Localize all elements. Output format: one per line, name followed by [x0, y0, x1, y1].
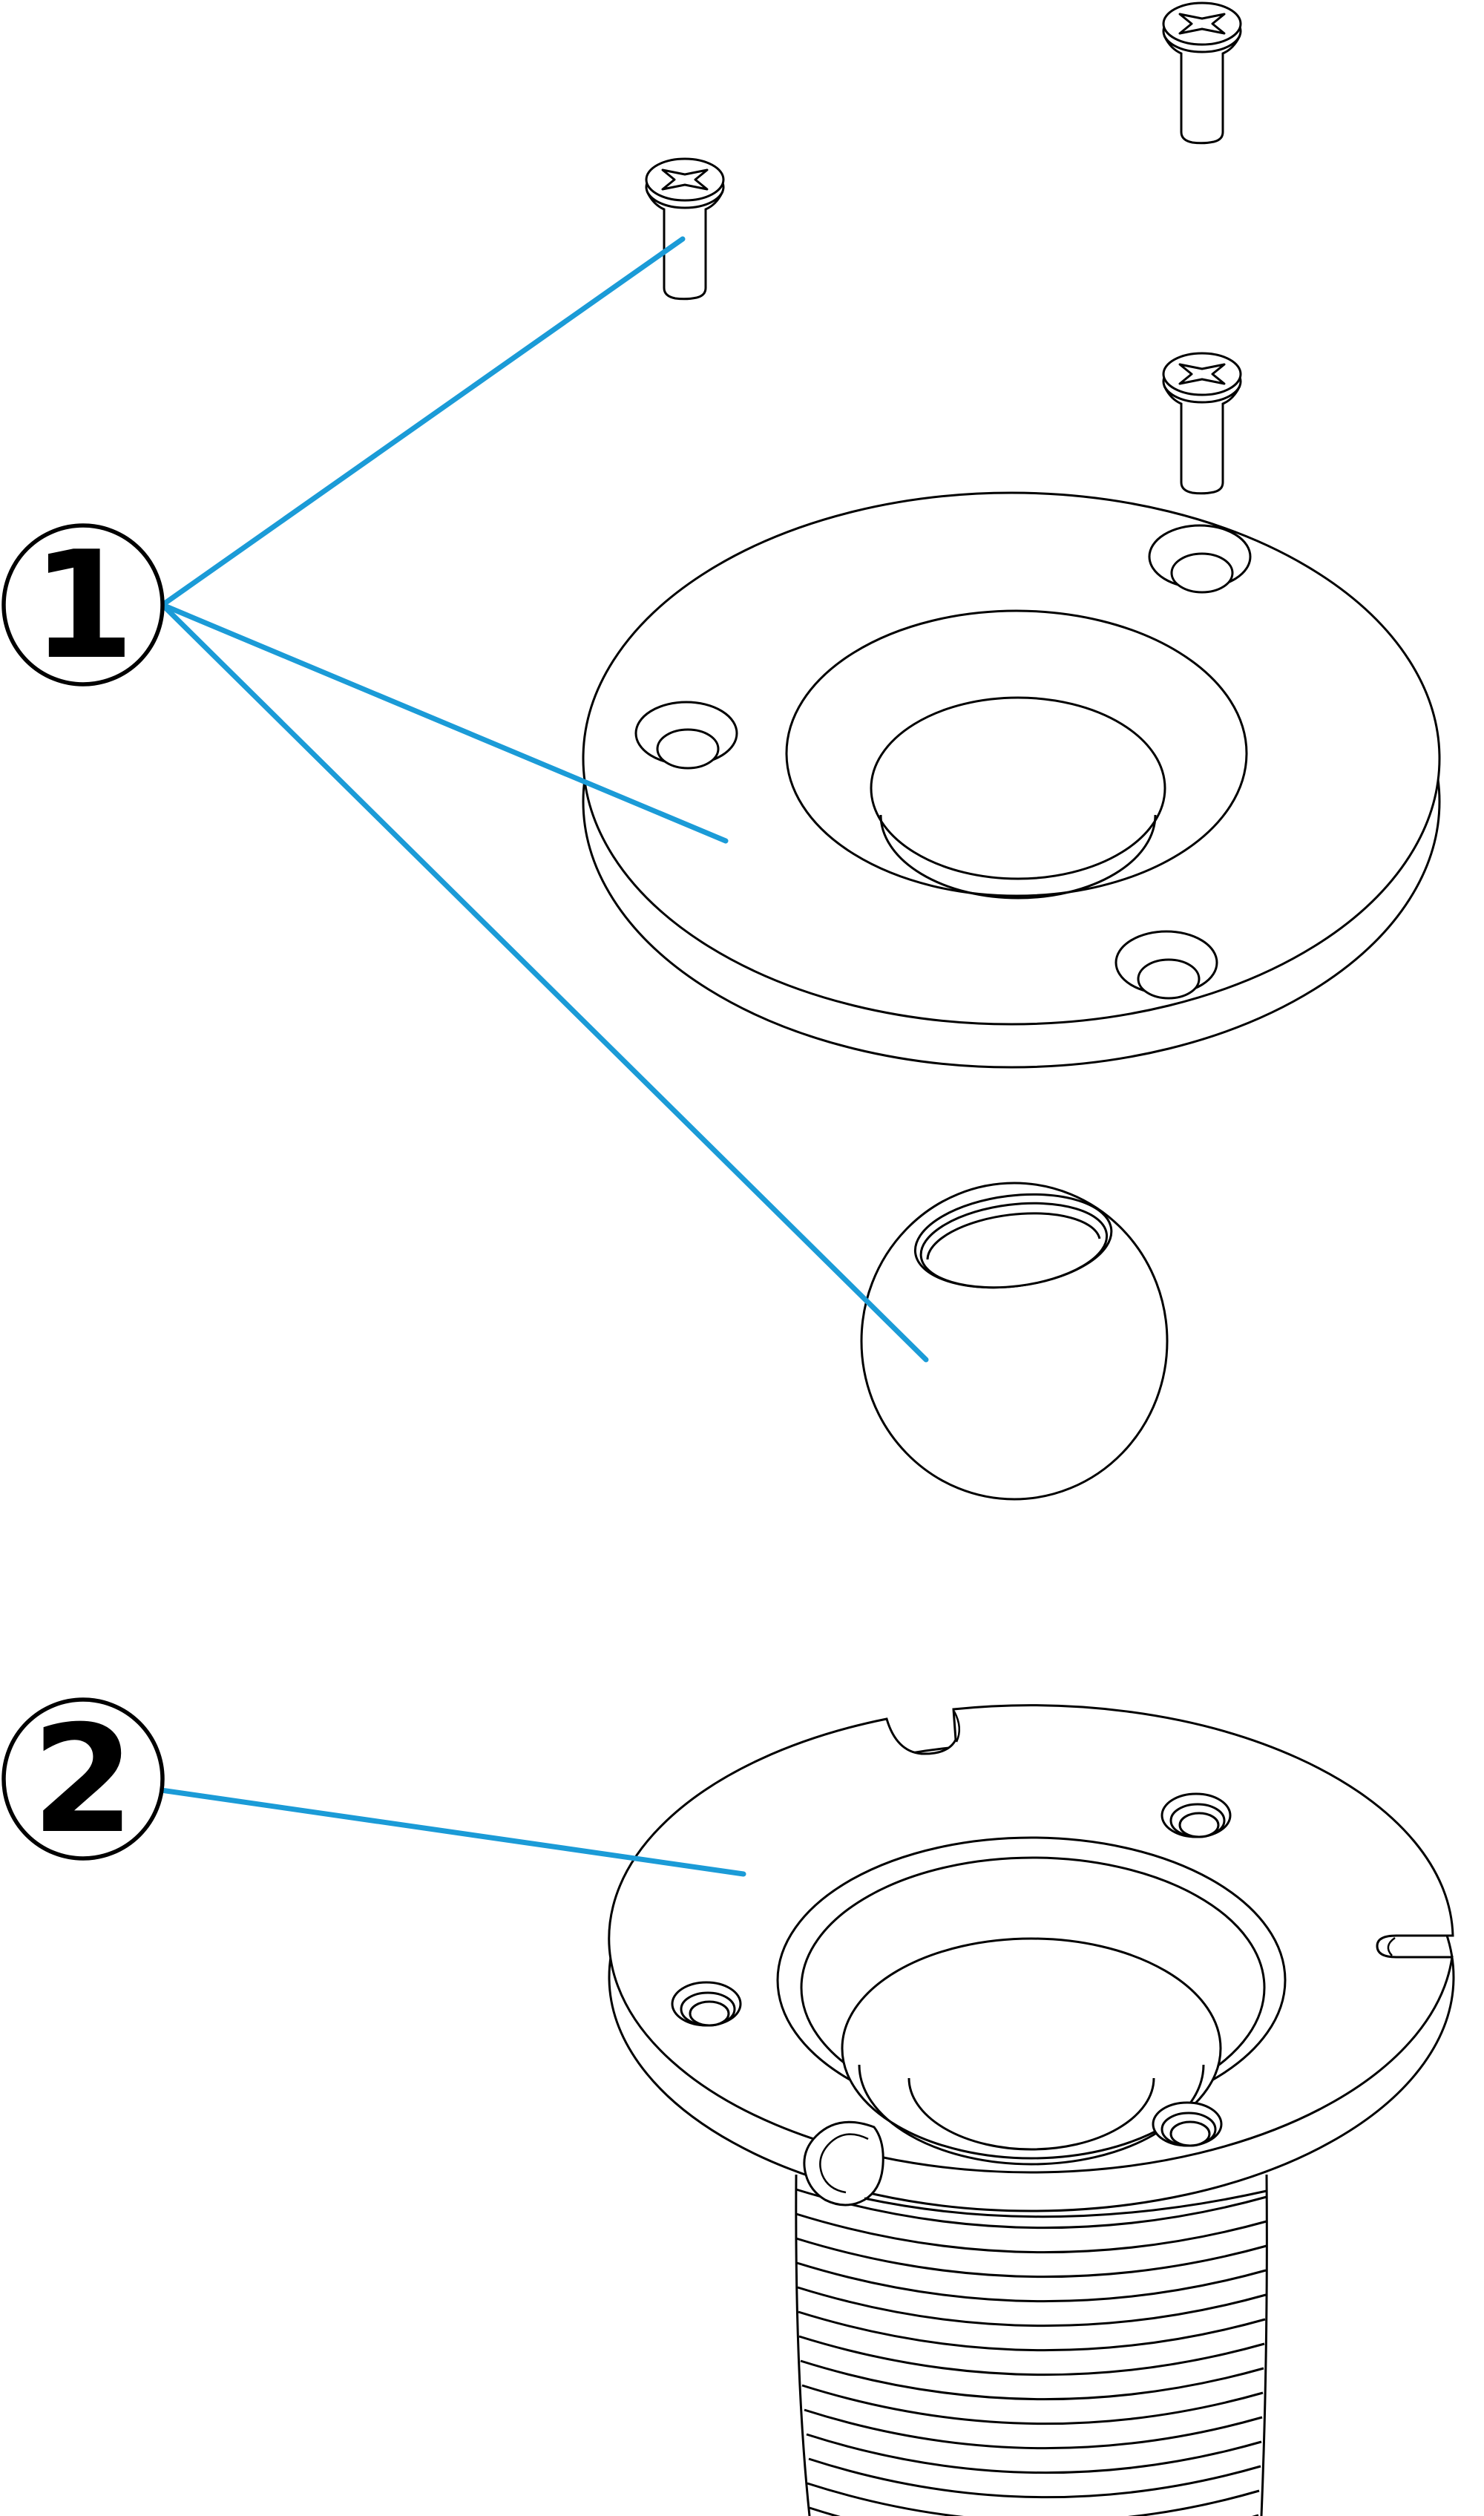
countersunk-screw-left-icon: [645, 157, 725, 301]
housing-bore: [841, 1937, 1222, 2160]
cover-flange-part: [582, 491, 1441, 1069]
flange-bore-bottom-edge: [879, 814, 1157, 900]
ball-part: [860, 1182, 1169, 1501]
thread-start-edge: [864, 2189, 1267, 2218]
flange-bore: [870, 696, 1166, 880]
barrel-left-edge: [795, 2174, 811, 2516]
housing-hole-left: [671, 1981, 742, 2027]
callout-1: 1: [1, 520, 165, 692]
flange-hole-left: [634, 701, 738, 770]
top-notch-wall: [953, 1711, 961, 1743]
part-group-2: [608, 1704, 1455, 2516]
callout-2-circle: [1, 1697, 165, 1861]
callout-2: 2: [1, 1694, 165, 1867]
ball-mouth-inner-edge: [926, 1212, 1101, 1260]
leader-line-1-flange: [160, 602, 729, 844]
countersunk-screw-top-icon: [1162, 1, 1242, 145]
threaded-barrel: [795, 2156, 1268, 2516]
countersunk-screw-right-icon: [1162, 352, 1242, 495]
housing-flange: [608, 1704, 1455, 2218]
leader-lines: [158, 236, 929, 1877]
bore-deep-edge: [907, 2077, 1155, 2151]
housing-hole-top-right: [1160, 1792, 1232, 1838]
callout-2-label: 2: [31, 1694, 134, 1867]
flange-hole-bottom-right: [1114, 930, 1218, 1000]
leader-line-1-ball: [160, 602, 929, 1363]
housing-hole-bottom-right: [1152, 2101, 1223, 2147]
leader-line-2-housing: [158, 1787, 746, 1877]
callout-1-circle: [1, 523, 165, 687]
barrel-right-edge: [1260, 2174, 1268, 2516]
right-slot-wall: [1387, 1936, 1396, 1956]
callout-1-label: 1: [31, 520, 134, 692]
thread-start-tab: [803, 2120, 1267, 2218]
part-group-1: [582, 1, 1441, 1501]
leader-line-1-screw: [160, 236, 686, 608]
flange-hole-top-right: [1148, 524, 1252, 594]
thread-crests: [795, 2188, 1267, 2516]
